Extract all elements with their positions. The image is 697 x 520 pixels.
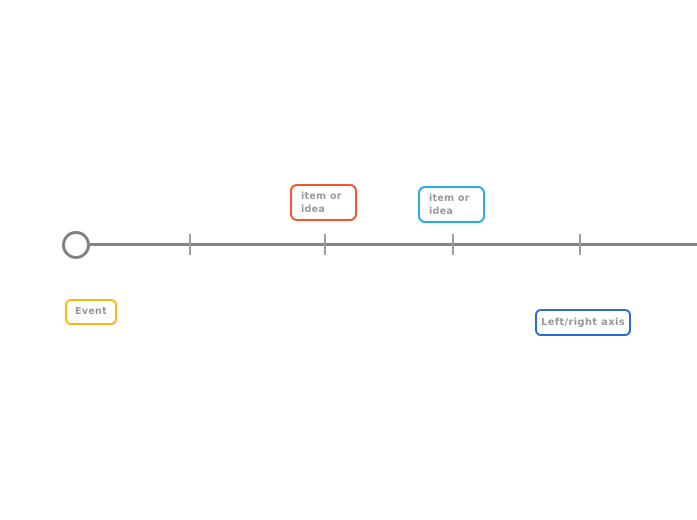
node-label: item or idea [301,191,342,215]
node-event[interactable]: Event [65,299,117,325]
axis-tick [324,234,326,255]
node-label: Left/right axis [541,316,625,328]
timeline-axis-line[interactable] [89,243,697,246]
axis-tick [452,234,454,255]
node-label: item or idea [429,193,470,217]
axis-tick [579,234,581,255]
timeline-origin-circle[interactable] [62,231,90,259]
node-label: Event [75,305,107,317]
node-left-right-axis[interactable]: Left/right axis [535,309,631,336]
node-item-or-idea-1[interactable]: item or idea [290,184,357,221]
axis-tick [189,234,191,255]
node-item-or-idea-2[interactable]: item or idea [418,186,485,223]
